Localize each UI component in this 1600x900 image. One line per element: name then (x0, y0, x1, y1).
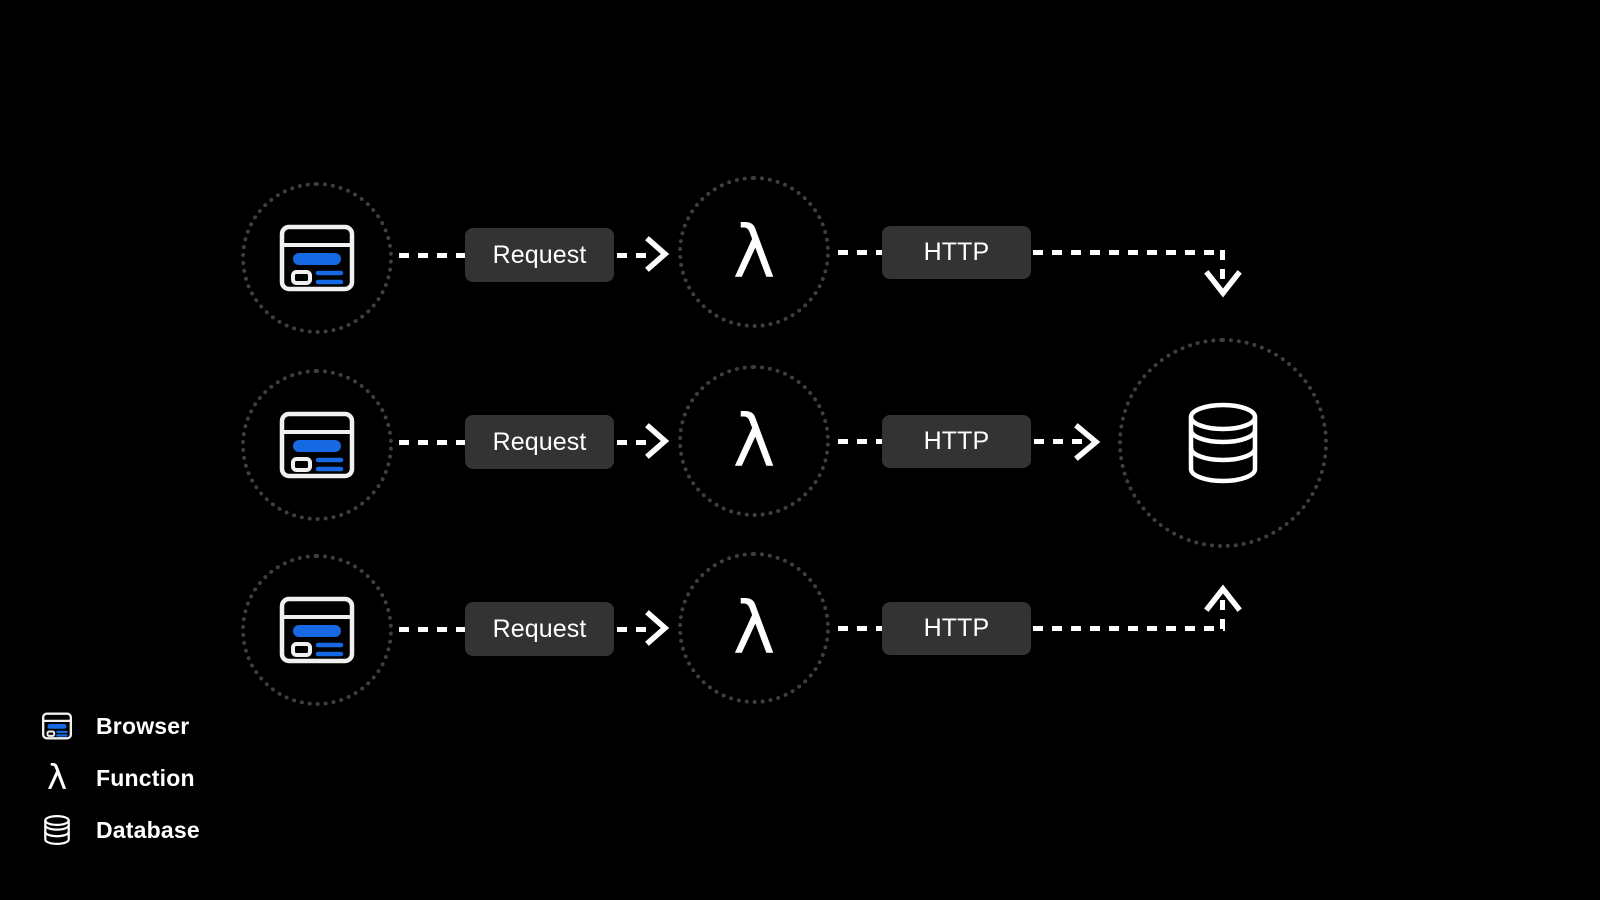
browser-node-row-2[interactable] (241, 369, 393, 521)
connector-elbow-down-row-1 (1220, 250, 1225, 280)
lambda-icon: λ (732, 399, 776, 483)
legend: Browser λ Function Database (40, 700, 200, 856)
connector-browser-to-request-row-1 (399, 253, 467, 258)
arrowhead-right-row-1 (645, 236, 670, 272)
request-label-row-1[interactable]: Request (465, 228, 614, 282)
function-node-row-3[interactable]: λ (678, 552, 830, 704)
browser-icon (279, 224, 355, 292)
connector-browser-to-request-row-2 (399, 440, 467, 445)
function-node-row-2[interactable]: λ (678, 365, 830, 517)
connector-http-to-database-row-1 (1033, 250, 1225, 255)
connector-browser-to-request-row-3 (399, 627, 467, 632)
legend-item-browser: Browser (40, 700, 200, 752)
browser-icon (279, 596, 355, 664)
connector-request-to-function-row-2 (617, 440, 649, 445)
connector-function-to-http-row-3 (838, 626, 884, 631)
connector-request-to-function-row-3 (617, 627, 649, 632)
http-label-row-1[interactable]: HTTP (882, 226, 1031, 279)
legend-label-database: Database (96, 816, 200, 843)
http-label-row-3[interactable]: HTTP (882, 602, 1031, 655)
function-node-row-1[interactable]: λ (678, 176, 830, 328)
arrowhead-right-row-2 (645, 423, 670, 459)
connector-function-to-http-row-1 (838, 250, 884, 255)
http-label-row-2[interactable]: HTTP (882, 415, 1031, 468)
legend-item-function: λ Function (40, 752, 200, 804)
lambda-icon: λ (732, 586, 776, 670)
database-icon (40, 813, 74, 847)
browser-node-row-1[interactable] (241, 182, 393, 334)
arrowhead-up-row-3 (1204, 584, 1242, 612)
lambda-icon: λ (46, 758, 68, 798)
database-node[interactable] (1118, 338, 1328, 548)
connector-request-to-function-row-1 (617, 253, 649, 258)
arrowhead-right-row-3 (645, 610, 670, 646)
request-label-row-2[interactable]: Request (465, 415, 614, 469)
lambda-icon: λ (732, 210, 776, 294)
database-icon (1188, 402, 1258, 484)
request-label-row-3[interactable]: Request (465, 602, 614, 656)
connector-http-to-database-row-3 (1033, 626, 1225, 631)
legend-item-database: Database (40, 804, 200, 856)
arrowhead-right-row-2 (1074, 423, 1101, 461)
connector-http-to-database-row-2 (1034, 439, 1082, 444)
legend-label-browser: Browser (96, 712, 190, 739)
browser-icon (279, 411, 355, 479)
legend-label-function: Function (96, 764, 195, 791)
arrowhead-down-row-1 (1204, 270, 1242, 298)
connector-elbow-up-row-3 (1220, 600, 1225, 630)
browser-icon (40, 709, 74, 743)
browser-node-row-3[interactable] (241, 554, 393, 706)
connector-function-to-http-row-2 (838, 439, 884, 444)
